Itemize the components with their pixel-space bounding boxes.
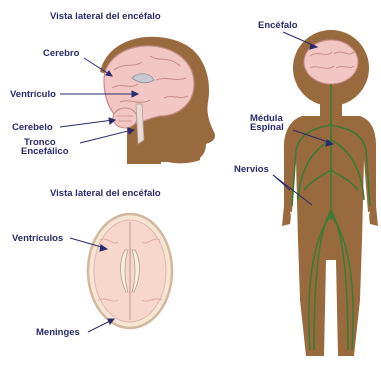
label-cerebelo: Cerebelo — [12, 123, 53, 133]
label-encefalo: Encéfalo — [258, 21, 298, 31]
top-view-brain — [88, 214, 172, 328]
label-nervios: Nervios — [234, 165, 269, 175]
label-ventriculo: Ventrículo — [10, 90, 56, 100]
label-cerebro: Cerebro — [43, 49, 79, 59]
label-meninges: Meninges — [36, 328, 80, 338]
label-ventriculos: Ventrículos — [12, 234, 63, 244]
label-espinal: Espinal — [250, 123, 284, 133]
label-encefalico: Encefálico — [21, 147, 69, 157]
